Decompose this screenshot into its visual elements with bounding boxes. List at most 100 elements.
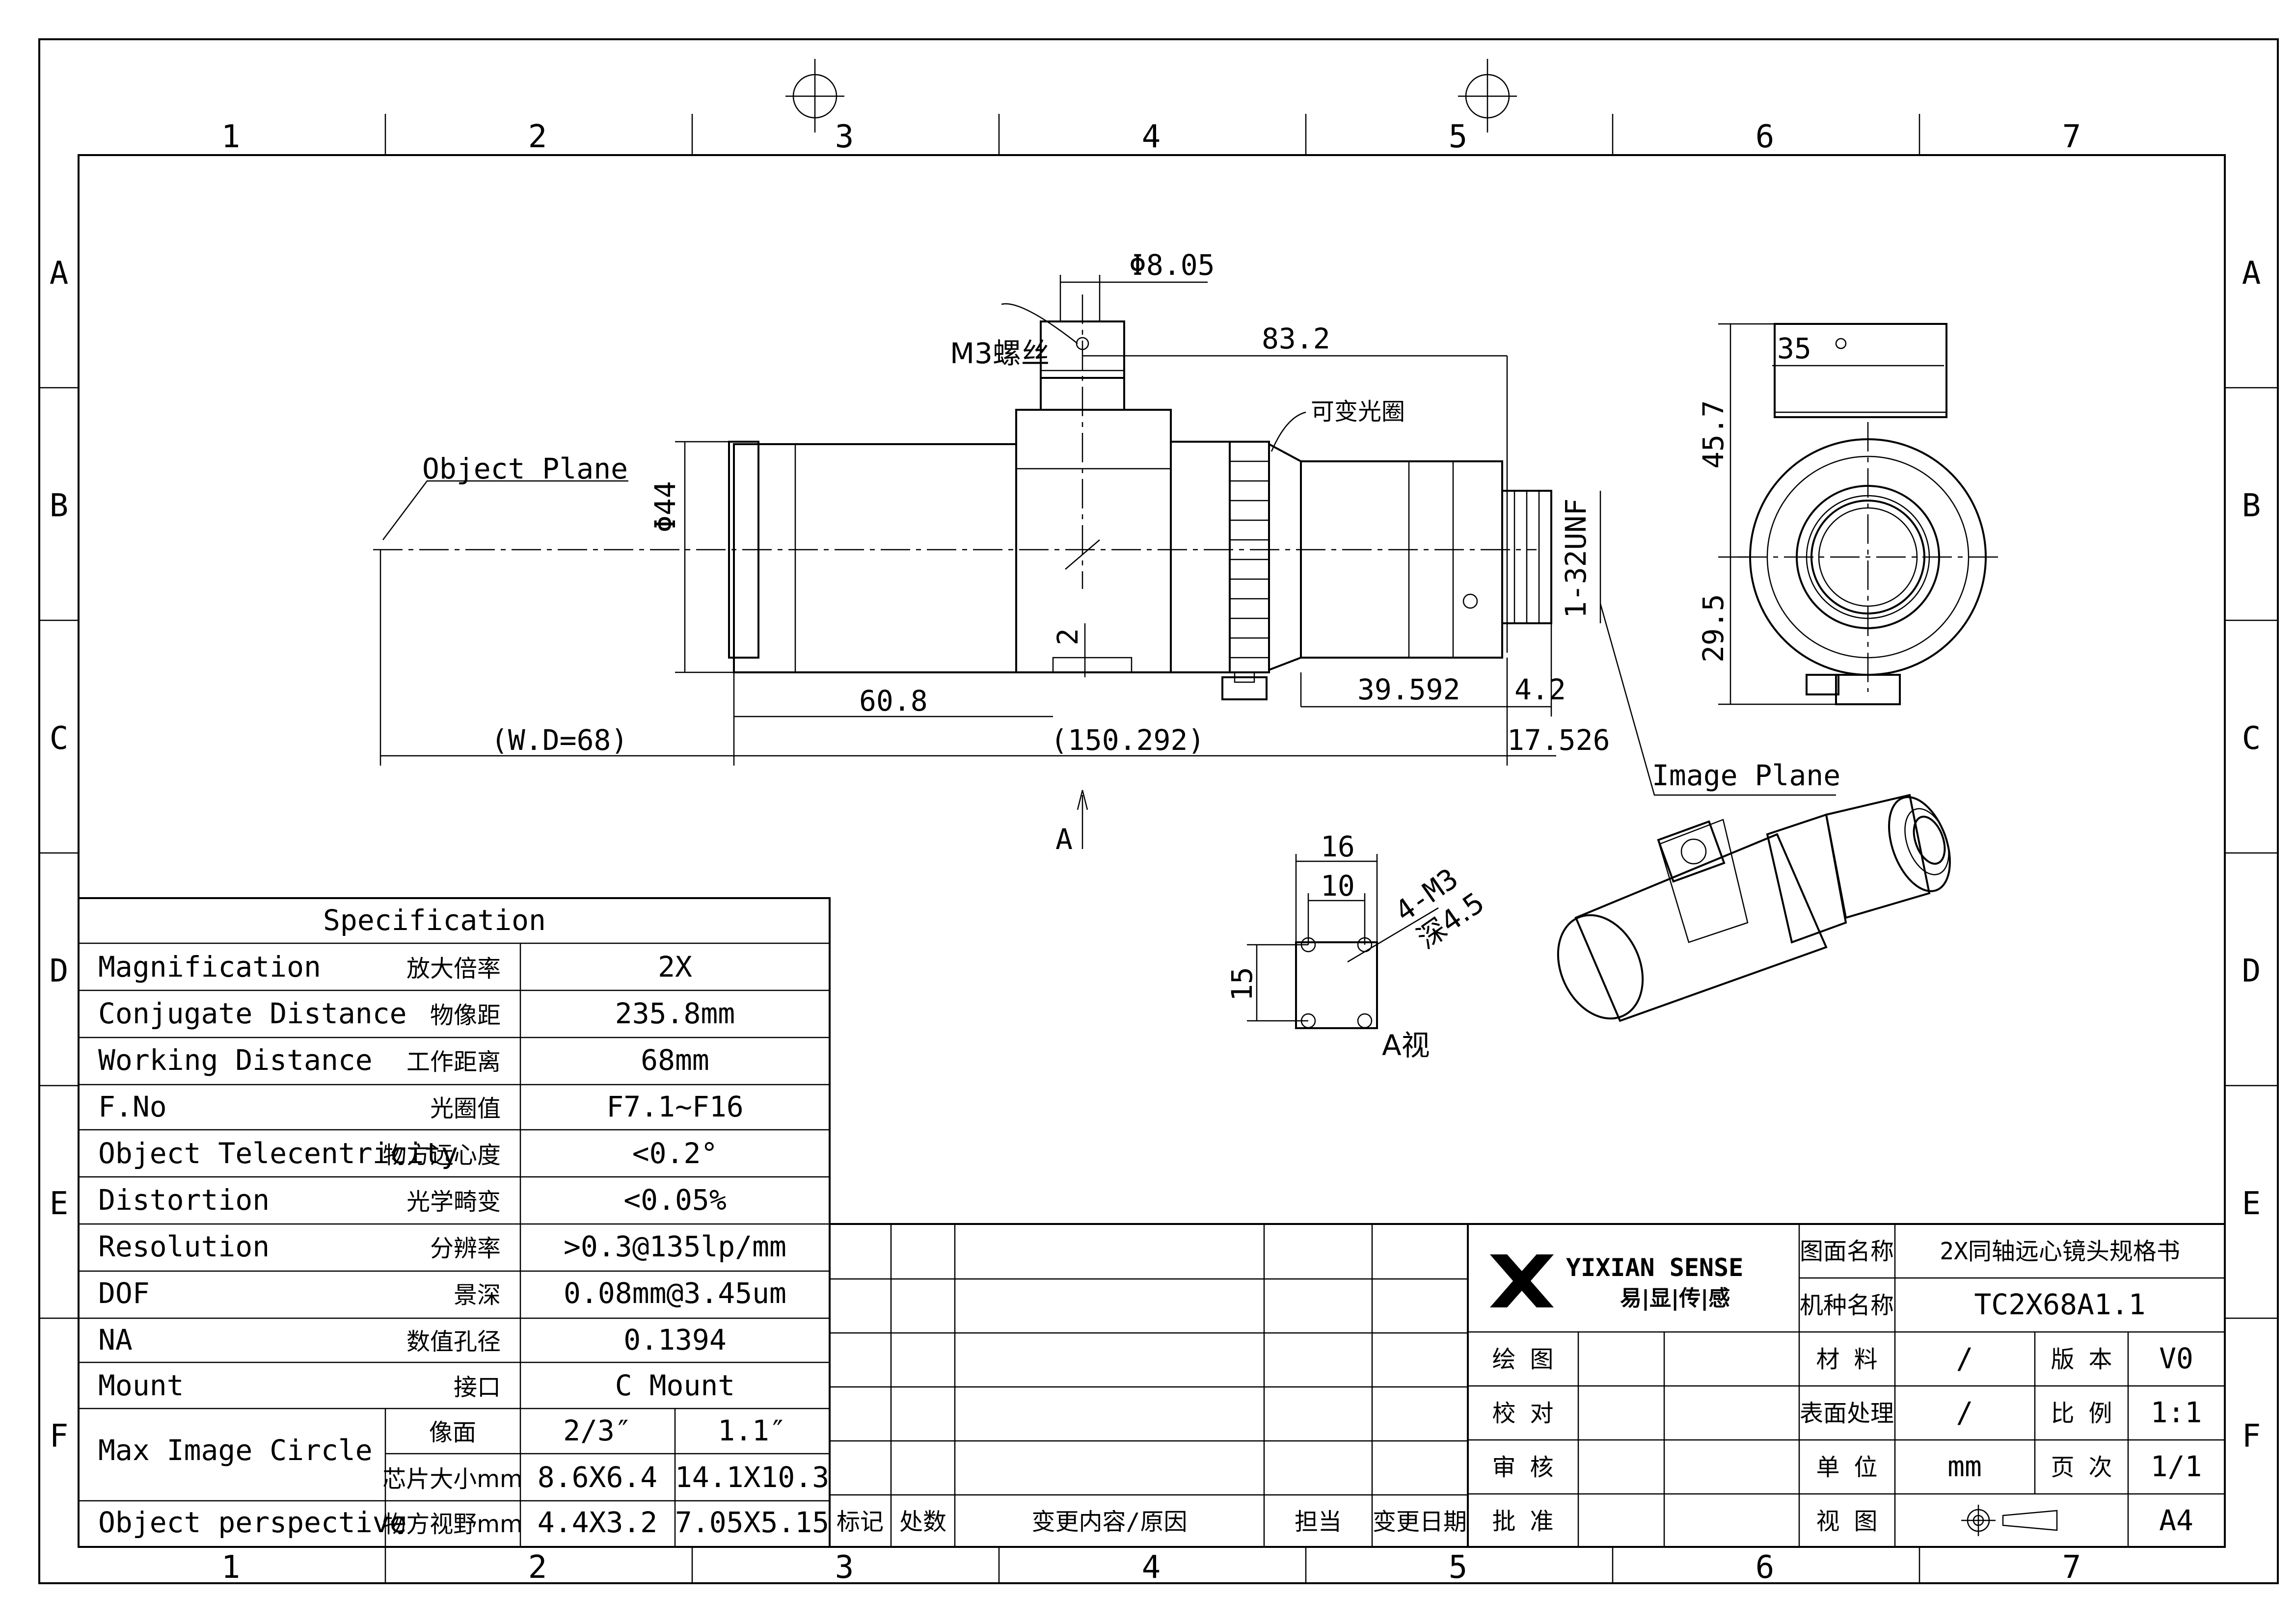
col-label-top: 6 — [1756, 119, 1775, 155]
dim-dia-805: Φ8.05 — [1129, 248, 1215, 282]
spec-row-value: <0.05% — [623, 1183, 727, 1217]
spec-row-cn: 光学畸变 — [406, 1188, 501, 1216]
rev-col-owner: 担当 — [1295, 1508, 1342, 1536]
dim-10: 10 — [1321, 869, 1355, 903]
view-arrow-label: A — [1055, 823, 1073, 856]
dim-42: 4.2 — [1514, 673, 1566, 706]
row-label-right: C — [2242, 720, 2261, 757]
revision-header: 标记 处数 变更内容/原因 担当 变更日期 — [837, 1508, 1467, 1536]
col-label-bottom: 1 — [221, 1549, 241, 1586]
dim-832: 83.2 — [1262, 322, 1330, 355]
spec-row-en: Mount — [98, 1369, 184, 1402]
mic-row1-b: 1.1″ — [718, 1414, 786, 1447]
image-plane-label: Image Plane — [1652, 759, 1840, 792]
spec-row-value: F7.1~F16 — [606, 1090, 743, 1123]
lens-isometric-view — [1557, 794, 1951, 1022]
mic-row2-cn: 芯片大小mm — [382, 1465, 523, 1493]
brand-name-cn: 易|显|传|感 — [1620, 1286, 1730, 1311]
dimension-lines — [379, 275, 1836, 849]
rev-col-mark: 标记 — [837, 1508, 884, 1536]
spec-row-value: <0.2° — [632, 1137, 718, 1170]
row-label-left: E — [50, 1186, 69, 1222]
row-label-right: D — [2242, 953, 2261, 989]
col-label-top: 5 — [1449, 119, 1468, 155]
mic-row2-b: 14.1X10.3 — [675, 1461, 829, 1494]
col-label-top: 2 — [528, 119, 547, 155]
brand-name: YIXIAN SENSE — [1566, 1253, 1743, 1282]
dim-17526: 17.526 — [1507, 723, 1610, 757]
spec-row-en: F.No — [98, 1090, 167, 1123]
projection-symbol-icon — [1961, 1505, 2058, 1536]
mic-row2-a: 8.6X6.4 — [538, 1461, 657, 1494]
col-label-bottom: 5 — [1449, 1549, 1468, 1586]
drawing-frame: 1 2 3 4 5 6 7 1 2 3 4 5 6 7 A B C D E F … — [38, 38, 2279, 1586]
spec-row-cn: 光圈值 — [430, 1095, 501, 1122]
row-label-right: E — [2242, 1186, 2261, 1222]
spec-row-en: Conjugate Distance — [98, 997, 407, 1030]
row-label-left: F — [50, 1418, 69, 1455]
spec-row-cn: 分辨率 — [430, 1235, 501, 1262]
lens-side-view — [1718, 323, 1998, 705]
paper-size: A4 — [2159, 1504, 2193, 1537]
mic-row1-a: 2/3″ — [563, 1414, 632, 1447]
side-view-text: 35 45.7 29.5 — [1697, 332, 1811, 663]
spec-row-en: Resolution — [98, 1230, 270, 1263]
row-label-left: D — [50, 953, 69, 989]
dim-15: 15 — [1225, 967, 1259, 1001]
spec-row-value: 68mm — [641, 1043, 709, 1077]
row-label-right: A — [2242, 255, 2261, 292]
specification-table: Specification — [78, 897, 831, 1548]
dim-2: 2 — [1051, 628, 1084, 645]
page-value: 1/1 — [2151, 1450, 2202, 1483]
spec-rows: Magnification 放大倍率 2X Conjugate Distance… — [98, 950, 829, 1539]
revision-table — [829, 1223, 1469, 1548]
dim-39592: 39.592 — [1357, 673, 1460, 706]
surface-value: / — [1956, 1396, 1973, 1429]
drawing-name: 2X同轴远心镜头规格书 — [1940, 1238, 2180, 1265]
unit-value: mm — [1947, 1450, 1982, 1483]
a-view-text: 16 10 15 4-M3 深4.5 A视 — [1225, 830, 1490, 1062]
row-label-right: F — [2242, 1418, 2261, 1455]
title-block-text: YIXIAN SENSE 易|显|传|感 图面名称 2X同轴远心镜头规格书 机种… — [1492, 1238, 2202, 1537]
spec-title: Specification — [323, 904, 546, 937]
brand-logo — [1490, 1254, 1554, 1307]
label-scale: 比 例 — [2051, 1400, 2112, 1427]
op-cn: 物方视野mm — [382, 1511, 523, 1538]
lens-front-view — [373, 294, 1552, 700]
mic-row1-cn: 像面 — [429, 1419, 476, 1446]
title-block — [1467, 1223, 2226, 1548]
col-label-top: 1 — [221, 119, 241, 155]
col-label-top: 3 — [835, 119, 854, 155]
max-image-circle-label: Max Image Circle — [98, 1434, 373, 1467]
col-label-top: 7 — [2062, 119, 2081, 155]
iris-label: 可变光圈 — [1311, 398, 1405, 425]
dim-457: 45.7 — [1697, 400, 1730, 469]
spec-row-en: Object Telecentricity — [98, 1137, 458, 1170]
m3-screw-label: M3螺丝 — [950, 337, 1050, 370]
row-label-left: A — [50, 255, 69, 292]
spec-row-value: 235.8mm — [615, 997, 735, 1030]
dimension-text: M3螺丝 Φ8.05 83.2 可变光圈 Object Plane Φ44 1-… — [422, 248, 1840, 856]
dim-dia-44: Φ44 — [648, 481, 682, 532]
object-perspective-label: Object perspective — [98, 1506, 407, 1539]
label-page: 页 次 — [2051, 1454, 2112, 1481]
centering-mark — [785, 59, 1517, 133]
spec-row-cn: 物像距 — [430, 1002, 501, 1029]
dim-35: 35 — [1777, 332, 1811, 365]
label-version: 版 本 — [2051, 1346, 2112, 1373]
spec-row-cn: 景深 — [454, 1281, 501, 1309]
col-label-bottom: 7 — [2062, 1549, 2081, 1586]
spec-row-value: C Mount — [615, 1369, 735, 1402]
model-number: TC2X68A1.1 — [1974, 1288, 2145, 1321]
col-label-bottom: 4 — [1142, 1549, 1161, 1586]
dim-295: 29.5 — [1697, 594, 1730, 663]
col-label-bottom: 6 — [1756, 1549, 1775, 1586]
scale-value: 1:1 — [2151, 1396, 2202, 1429]
thread-label: 1-32UNF — [1559, 499, 1593, 618]
col-label-bottom: 2 — [528, 1549, 547, 1586]
label-model: 机种名称 — [1800, 1292, 1894, 1319]
row-label-left: C — [50, 720, 69, 757]
label-view: 视 图 — [1816, 1508, 1878, 1535]
spec-row-value: 0.1394 — [623, 1323, 727, 1356]
